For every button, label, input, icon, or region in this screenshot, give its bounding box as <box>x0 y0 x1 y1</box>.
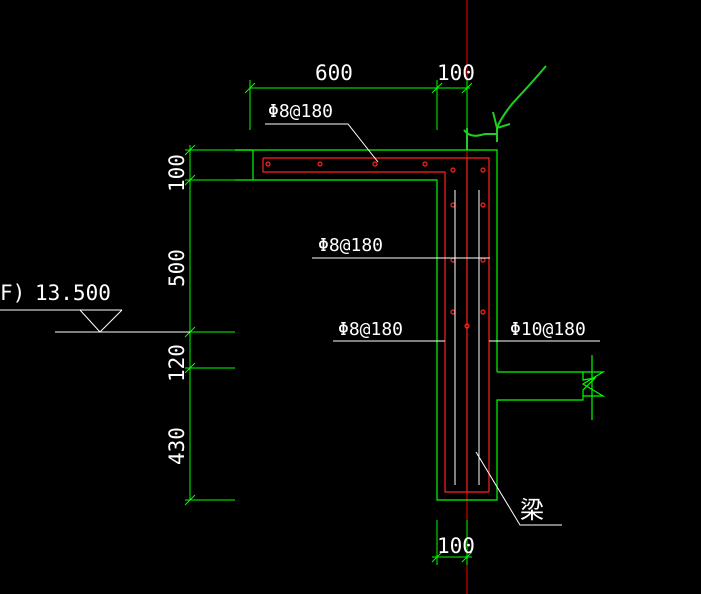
hand-annotation <box>463 65 547 150</box>
bottom-dimension <box>431 520 473 565</box>
dimension-left-500: 500 <box>165 249 189 287</box>
dimension-bottom-100: 100 <box>437 534 475 558</box>
section-outline <box>235 149 606 501</box>
label-leaders <box>265 123 600 526</box>
rebar-dot <box>422 161 428 167</box>
dimension-left-100: 100 <box>165 154 189 192</box>
elevation-value: 13.500 <box>35 281 111 305</box>
break-line <box>581 371 606 397</box>
rebar-dot <box>265 161 271 167</box>
rebar-label-lower-right: Φ10@180 <box>510 319 586 340</box>
rebar-dot <box>480 167 486 173</box>
rebar-dot <box>450 202 456 208</box>
elevation-marker <box>0 309 190 333</box>
left-dimensions <box>184 144 235 506</box>
rebar-dot <box>464 323 470 329</box>
rebar-inner <box>262 158 489 493</box>
rebar-label-lower-left: Φ8@180 <box>338 319 403 340</box>
rebar-dot <box>480 257 486 263</box>
outline-outer <box>235 149 498 372</box>
rebar-dot <box>450 257 456 263</box>
rebar-label-middle: Φ8@180 <box>318 235 383 256</box>
dimension-600: 600 <box>315 61 353 85</box>
rebar-outer-top <box>263 157 490 492</box>
rebar-label-top: Φ8@180 <box>268 101 333 122</box>
dimension-left-120: 120 <box>165 344 189 382</box>
dimension-left-430: 430 <box>165 427 189 465</box>
rebar-dot <box>450 167 456 173</box>
outline-slab-connection <box>252 150 597 501</box>
rebar-dot <box>372 161 378 167</box>
rebar-dot <box>317 161 323 167</box>
top-dimensions <box>244 80 473 130</box>
dimension-top-100: 100 <box>437 61 475 85</box>
rebar-dot <box>450 309 456 315</box>
elevation-prefix: F) <box>0 281 25 305</box>
annotation-arrow <box>496 65 547 129</box>
column-marks <box>454 190 480 485</box>
beam-label: 梁 <box>520 496 544 524</box>
rebar-dot <box>480 309 486 315</box>
rebar-dot <box>480 202 486 208</box>
